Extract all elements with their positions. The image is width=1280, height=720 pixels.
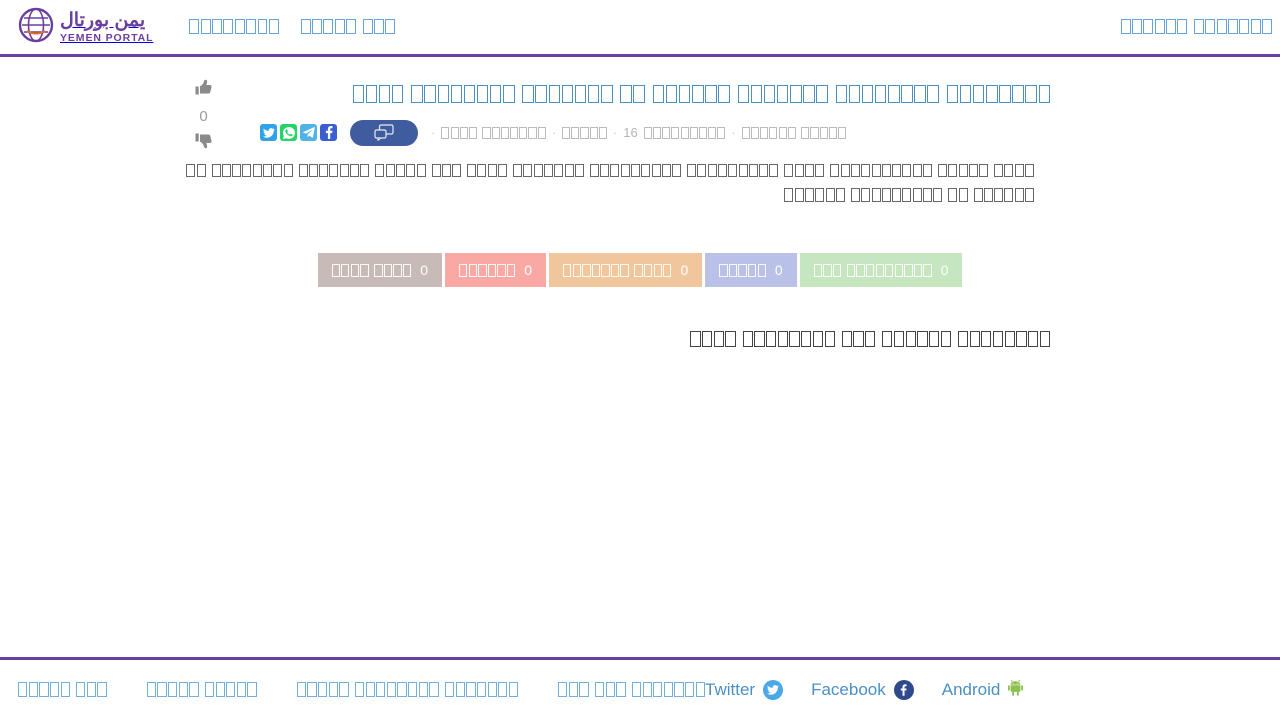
- article-card: 0: [186, 79, 1050, 209]
- stat-count: 0: [420, 262, 429, 279]
- stat-count: 0: [940, 262, 949, 279]
- share-buttons: [260, 124, 337, 142]
- footer-android-link[interactable]: Android: [942, 679, 1024, 701]
- footer-twitter-label: Twitter: [705, 680, 756, 699]
- footer-link-2[interactable]: [146, 681, 257, 699]
- section-heading-wrap: [0, 329, 1280, 350]
- twitter-icon: [763, 680, 784, 700]
- telegram-share-icon[interactable]: [300, 124, 317, 142]
- footer-twitter-link[interactable]: Twitter: [705, 680, 784, 700]
- nav-group-right-side: [1120, 17, 1272, 37]
- nav-link-3[interactable]: [189, 17, 279, 37]
- meta-separator: ·: [731, 125, 736, 141]
- nav-link-1[interactable]: [1120, 17, 1272, 37]
- stat-pill-2[interactable]: 0: [445, 253, 547, 288]
- thumbs-up-icon[interactable]: [194, 79, 213, 101]
- logo-text: يمن بورتال YEMEN PORTAL: [60, 11, 153, 44]
- article-meta-text: · · · 16 ·: [431, 125, 847, 141]
- meta-count-number: 16: [623, 125, 638, 141]
- stat-label: [331, 262, 412, 278]
- footer-links: [18, 681, 706, 699]
- stat-count: 0: [680, 262, 689, 279]
- meta-separator: ·: [431, 125, 436, 141]
- meta-time: [741, 125, 847, 140]
- stat-label: [563, 262, 672, 278]
- facebook-share-icon[interactable]: [320, 124, 337, 142]
- stat-count: 0: [774, 262, 783, 279]
- android-icon: [1008, 679, 1024, 701]
- globe-icon: [18, 7, 54, 48]
- stat-count: 0: [524, 262, 533, 279]
- stat-pill-5[interactable]: 0: [799, 253, 963, 288]
- meta-source: [441, 125, 546, 140]
- page-footer: Twitter Facebook Android: [0, 657, 1280, 720]
- stat-pill-1[interactable]: 0: [317, 253, 443, 288]
- section-heading: [230, 329, 1050, 350]
- stat-pill-4[interactable]: 0: [705, 253, 797, 288]
- meta-separator: ·: [551, 125, 557, 141]
- article-meta-row: · · · 16 ·: [260, 119, 1050, 146]
- nav-link-2[interactable]: [300, 17, 396, 37]
- vote-count: 0: [199, 108, 208, 125]
- meta-separator: ·: [612, 125, 618, 141]
- description-line-2: [784, 188, 1034, 205]
- vote-widget: 0: [194, 79, 213, 154]
- stat-label: [459, 262, 516, 278]
- nav-group-left-side: يمن بورتال YEMEN PORTAL: [18, 7, 396, 48]
- main-content: 0: [0, 57, 1280, 350]
- meta-count-label: [643, 125, 726, 140]
- article-description: [186, 160, 1050, 209]
- description-line-1: [186, 163, 1034, 180]
- facebook-icon: [893, 680, 914, 700]
- twitter-share-icon[interactable]: [260, 124, 277, 142]
- comments-button[interactable]: [350, 119, 418, 146]
- stat-label: [813, 262, 932, 278]
- footer-social-links: Twitter Facebook Android: [705, 679, 1024, 701]
- stats-bar: 0 0 0 0 0: [0, 253, 1280, 288]
- stat-pill-3[interactable]: 0: [549, 253, 703, 288]
- article-body: · · · 16 ·: [186, 83, 1050, 209]
- article-title[interactable]: [260, 83, 1050, 108]
- whatsapp-share-icon[interactable]: [280, 124, 297, 142]
- footer-facebook-label: Facebook: [811, 680, 886, 699]
- logo-arabic-text: يمن بورتال: [60, 9, 146, 31]
- footer-facebook-link[interactable]: Facebook: [811, 680, 914, 700]
- site-logo[interactable]: يمن بورتال YEMEN PORTAL: [18, 7, 167, 48]
- footer-link-4[interactable]: [558, 681, 706, 699]
- thumbs-down-icon[interactable]: [194, 132, 213, 154]
- footer-link-3[interactable]: [296, 681, 519, 699]
- footer-android-label: Android: [941, 680, 1001, 699]
- meta-category: [562, 125, 607, 140]
- footer-link-1[interactable]: [18, 681, 107, 699]
- stat-label: [719, 262, 766, 278]
- logo-english-text: YEMEN PORTAL: [60, 31, 154, 44]
- top-navigation-bar: يمن بورتال YEMEN PORTAL: [0, 0, 1280, 57]
